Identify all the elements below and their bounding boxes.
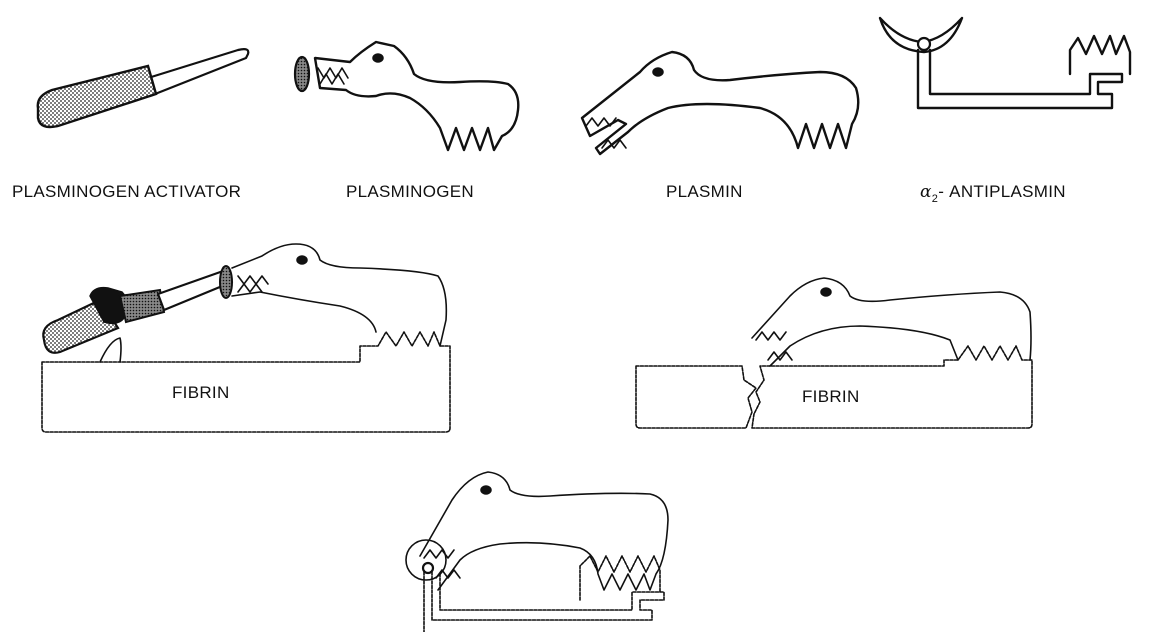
plasmin-dog-icon — [582, 52, 858, 154]
label-plasmin: PLASMIN — [666, 182, 743, 201]
activator-with-hand-icon — [43, 270, 232, 353]
label-plasminogen: PLASMINOGEN — [346, 182, 474, 201]
antiplasmin-alpha: α — [920, 182, 932, 202]
antiplasmin-trap-icon — [880, 18, 1130, 108]
fibrin-block-left — [42, 332, 450, 432]
label-fibrin-right: FIBRIN — [802, 387, 860, 406]
antiplasmin-suffix: - ANTIPLASMIN — [938, 182, 1066, 201]
plasminogen-on-fibrin-dog-icon — [220, 244, 446, 346]
plasminogen-dog-icon — [295, 42, 518, 150]
label-fibrin-left: FIBRIN — [172, 383, 230, 402]
label-antiplasmin: α2- ANTIPLASMIN — [920, 182, 1066, 205]
plasminogen-activator-knife-icon — [38, 49, 249, 127]
plasmin-cutting-fibrin-dog-icon — [752, 278, 1031, 366]
plasmin-antiplasmin-complex-icon — [406, 472, 668, 632]
label-plasminogen-activator: PLASMINOGEN ACTIVATOR — [12, 182, 241, 201]
